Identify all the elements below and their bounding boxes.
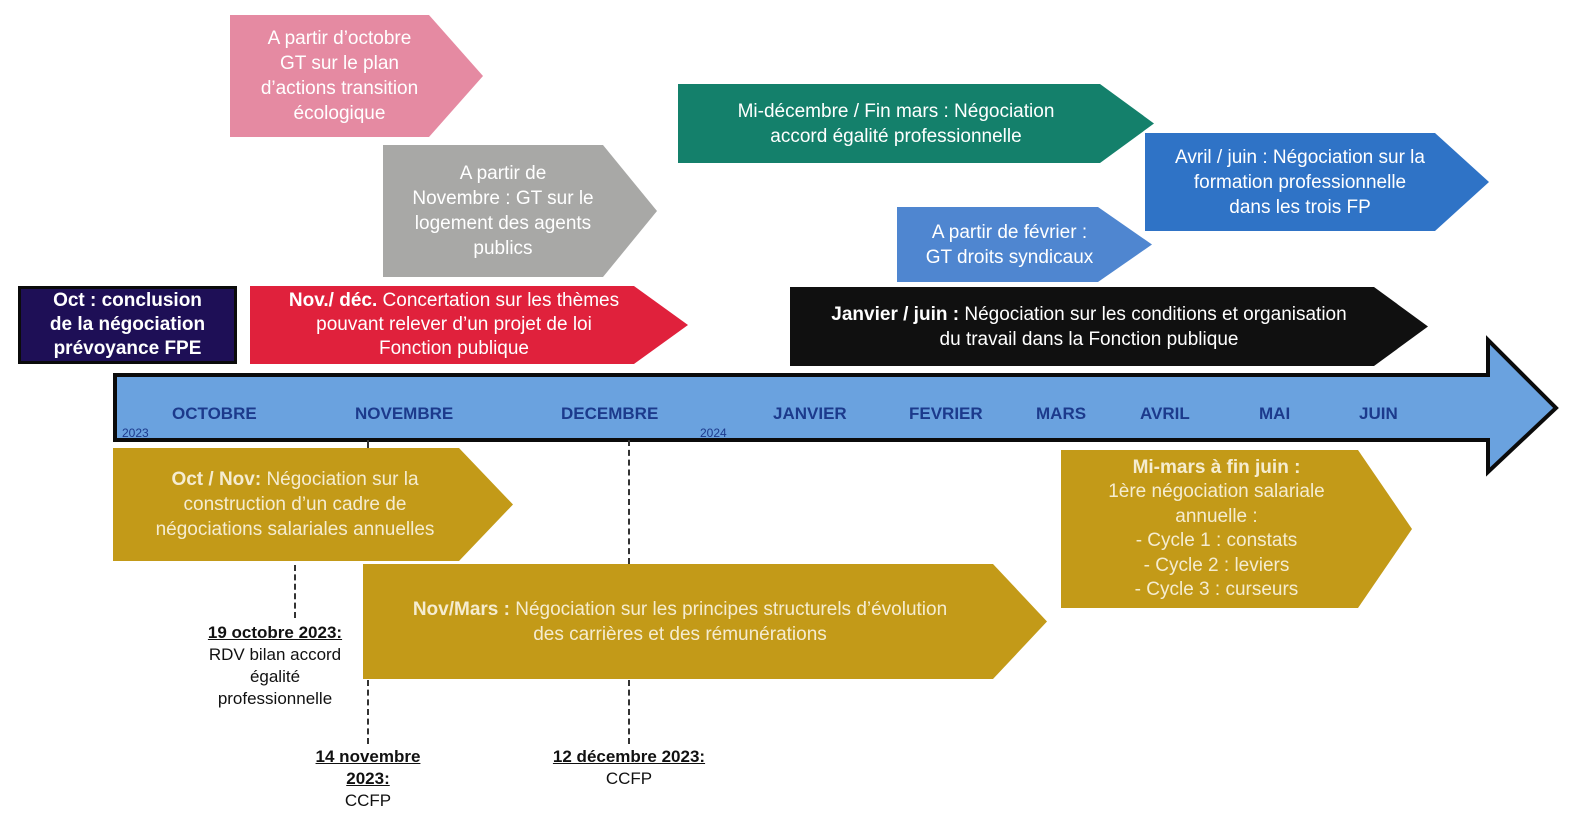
year-2024: 2024 (700, 426, 727, 440)
box-text: pouvant relever d’un projet de loi (316, 314, 592, 335)
month-juin: JUIN (1359, 404, 1398, 423)
connector-nov14-top (367, 440, 369, 448)
box-text: A partir de février : (931, 221, 1088, 243)
box-lead: Nov./ déc. (288, 290, 378, 311)
month-avril: AVRIL (1140, 404, 1190, 423)
box-lead: Oct / Nov: (171, 469, 262, 490)
month-decembre: DECEMBRE (561, 404, 659, 423)
box-text: publics (473, 238, 533, 259)
note-text: RDV bilan accord (208, 645, 342, 664)
box-text: Novembre : GT sur le (412, 188, 594, 209)
box-text: Fonction publique (379, 338, 529, 359)
note-text: professionnelle (217, 689, 333, 708)
box-text: - Cycle 1 : constats (1135, 530, 1298, 551)
box-negociation-salariale-annuelle: Mi-mars à fin juin : 1ère négociation sa… (1061, 450, 1412, 608)
box-text: du travail dans la Fonction publique (939, 328, 1239, 350)
box-text: GT sur le plan (280, 53, 399, 74)
box-text: formation professionnelle (1193, 171, 1407, 193)
box-text: Oct : conclusion (53, 290, 202, 311)
note-date: 2023: (346, 769, 390, 788)
month-mars: MARS (1036, 404, 1087, 423)
connector-dec12-top (628, 440, 630, 564)
box-text: des carrières et des rémunérations (533, 623, 827, 645)
connector-oct19 (294, 565, 296, 618)
note-date: 12 décembre 2023: (552, 747, 706, 766)
box-egalite-professionnelle: Mi-décembre / Fin mars : Négociation acc… (678, 84, 1154, 163)
note-text: CCFP (605, 769, 653, 788)
box-text: A partir de (459, 163, 547, 184)
box-text: prévoyance FPE (53, 338, 202, 359)
box-lead: Mi-mars à fin juin : (1132, 456, 1301, 478)
note-12-decembre: 12 décembre 2023: CCFP (529, 746, 729, 790)
connector-nov14 (367, 680, 369, 744)
box-formation-professionnelle: Avril / juin : Négociation sur la format… (1145, 133, 1489, 231)
box-text: logement des agents (414, 213, 592, 234)
note-text: CCFP (344, 791, 392, 810)
month-fevrier: FEVRIER (909, 404, 983, 423)
box-text: 1ère négociation salariale (1108, 481, 1325, 502)
box-cadre-negociations: Oct / Nov: Négociation sur la constructi… (113, 448, 513, 561)
month-novembre: NOVEMBRE (355, 404, 454, 423)
box-text: A partir d’octobre (267, 28, 412, 49)
box-carrieres-remunerations: Nov/Mars : Négociation sur les principes… (363, 564, 1047, 679)
month-mai: MAI (1259, 404, 1291, 423)
note-14-novembre: 14 novembre 2023: CCFP (288, 746, 448, 812)
connector-dec12 (628, 680, 630, 744)
note-date: 14 novembre (315, 747, 421, 766)
box-text: construction d’un cadre de (183, 494, 407, 515)
box-text: - Cycle 2 : leviers (1143, 554, 1290, 576)
box-text: Négociation sur la (261, 469, 419, 490)
box-text: annuelle : (1175, 505, 1258, 527)
month-octobre: OCTOBRE (172, 404, 257, 423)
box-text: GT droits syndicaux (925, 246, 1094, 268)
box-conditions-travail: Janvier / juin : Négociation sur les con… (790, 287, 1428, 366)
year-2023: 2023 (122, 426, 149, 440)
box-concertation-loi: Nov./ déc. Concertation sur les thèmes p… (250, 286, 688, 364)
box-text: Avril / juin : Négociation sur la (1175, 146, 1425, 168)
note-19-octobre: 19 octobre 2023: RDV bilan accord égalit… (185, 622, 365, 710)
box-text: Concertation sur les thèmes (377, 290, 620, 311)
box-lead: Janvier / juin : (831, 303, 960, 325)
note-date: 19 octobre 2023: (207, 623, 343, 642)
box-text: - Cycle 3 : curseurs (1134, 579, 1299, 600)
box-text: Négociation sur les conditions et organi… (959, 303, 1347, 325)
box-text: Négociation sur les principes structurel… (509, 598, 948, 620)
box-transition-ecologique: A partir d’octobre GT sur le plan d’acti… (230, 15, 483, 137)
box-text: de la négociation (49, 314, 206, 335)
box-text: accord égalité professionnelle (770, 125, 1022, 147)
month-janvier: JANVIER (773, 404, 847, 423)
box-text: négociations salariales annuelles (155, 519, 435, 540)
box-text: écologique (293, 103, 386, 124)
note-text: égalité (249, 667, 301, 686)
box-droits-syndicaux: A partir de février : GT droits syndicau… (897, 207, 1152, 282)
box-text: Mi-décembre / Fin mars : Négociation (737, 100, 1055, 122)
box-text: dans les trois FP (1229, 196, 1371, 218)
timeline-arrow-shape (113, 335, 1559, 477)
box-logement-agents: A partir de Novembre : GT sur le logemen… (383, 145, 657, 277)
box-text: d’actions transition (260, 78, 419, 99)
box-prevoyance-fpe: Oct : conclusion de la négociation prévo… (18, 286, 237, 364)
box-lead: Nov/Mars : (412, 598, 510, 620)
